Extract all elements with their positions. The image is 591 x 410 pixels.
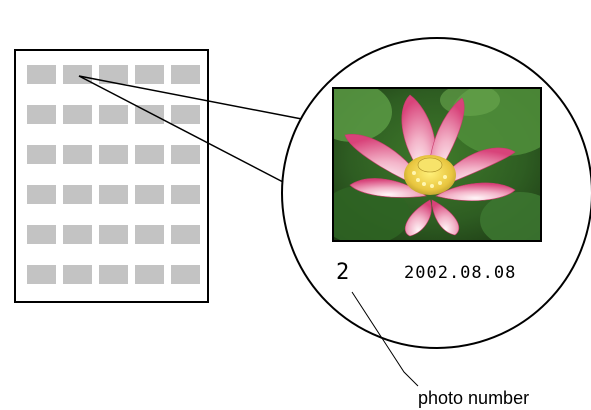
thumbnail-r6-c4 (135, 265, 164, 284)
thumbnail-r3-c3 (99, 145, 128, 164)
thumbnail-r1-c4 (135, 65, 164, 84)
thumbnail-r4-c4 (135, 185, 164, 204)
photo-frame (332, 87, 542, 242)
thumbnail-r2-c4 (135, 105, 164, 124)
thumbnail-r5-c2 (63, 225, 92, 244)
thumbnail-grid (27, 65, 200, 284)
thumbnail-r5-c4 (135, 225, 164, 244)
thumbnail-r6-c2 (63, 265, 92, 284)
thumbnail-r5-c3 (99, 225, 128, 244)
index-sheet-border (14, 49, 209, 303)
thumbnail-r6-c1 (27, 265, 56, 284)
thumbnail-r4-c5 (171, 185, 200, 204)
thumbnail-r3-c2 (63, 145, 92, 164)
thumbnail-r4-c1 (27, 185, 56, 204)
thumbnail-r4-c2 (63, 185, 92, 204)
photo-date: 2002.08.08 (404, 263, 516, 283)
thumbnail-r2-c2 (63, 105, 92, 124)
thumbnail-r6-c5 (171, 265, 200, 284)
photo-number-value: 2 (336, 260, 349, 285)
thumbnail-r1-c3 (99, 65, 128, 84)
thumbnail-r1-c1 (27, 65, 56, 84)
lotus-flower-photo (333, 88, 541, 241)
thumbnail-r2-c5 (171, 105, 200, 124)
thumbnail-r2-c3 (99, 105, 128, 124)
photo-number-leader-line (351, 291, 419, 387)
thumbnail-r3-c4 (135, 145, 164, 164)
thumbnail-r2-c1 (27, 105, 56, 124)
thumbnail-r3-c1 (27, 145, 56, 164)
zoom-connector (78, 75, 308, 183)
thumbnail-r1-c5 (171, 65, 200, 84)
thumbnail-r5-c1 (27, 225, 56, 244)
index-sheet (14, 49, 209, 303)
thumbnail-r5-c5 (171, 225, 200, 244)
thumbnail-r4-c3 (99, 185, 128, 204)
thumbnail-r6-c3 (99, 265, 128, 284)
thumbnail-r3-c5 (171, 145, 200, 164)
zoom-connector-lower-line (78, 75, 284, 183)
zoom-connector-upper-line (78, 75, 308, 121)
photo-number-callout-label: photo number (418, 388, 529, 408)
